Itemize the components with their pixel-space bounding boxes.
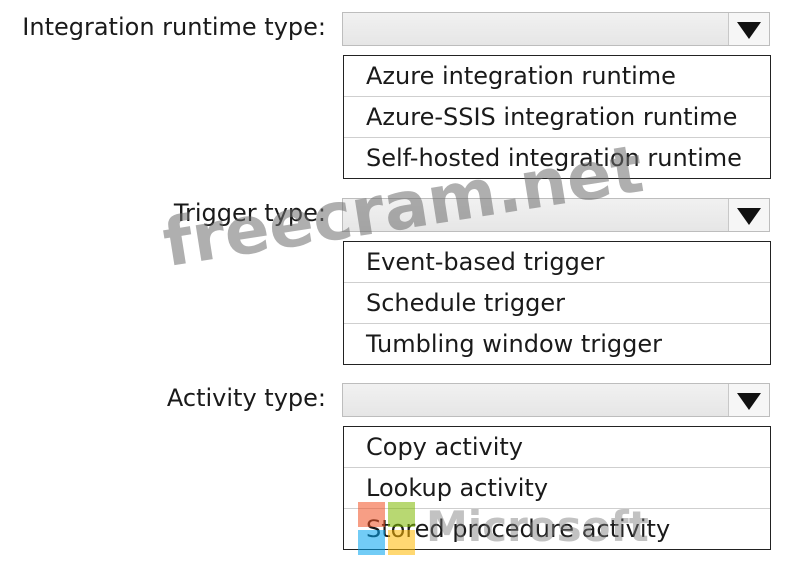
trigger-type-label: Trigger type:	[173, 199, 326, 227]
option-self-hosted-ir[interactable]: Self-hosted integration runtime	[366, 144, 742, 172]
trigger-type-dropdown[interactable]	[342, 198, 770, 232]
activity-type-dropdown[interactable]	[342, 383, 770, 417]
integration-runtime-type-dropdown[interactable]	[342, 12, 770, 46]
option-azure-ssis-ir[interactable]: Azure-SSIS integration runtime	[344, 97, 770, 138]
option-schedule-trigger[interactable]: Schedule trigger	[344, 283, 770, 324]
option-stored-procedure-activity[interactable]: Stored procedure activity	[366, 515, 671, 543]
dropdown-toggle[interactable]	[728, 384, 769, 416]
option-event-based-trigger[interactable]: Event-based trigger	[344, 242, 770, 283]
integration-runtime-options: Azure integration runtime Azure-SSIS int…	[343, 55, 771, 179]
triangle-down-icon	[737, 208, 761, 225]
integration-runtime-type-label: Integration runtime type:	[22, 13, 326, 41]
triangle-down-icon	[737, 393, 761, 410]
triangle-down-icon	[737, 22, 761, 39]
trigger-type-options: Event-based trigger Schedule trigger Tum…	[343, 241, 771, 365]
activity-type-options: Copy activity Lookup activity Stored pro…	[343, 426, 771, 550]
activity-type-label: Activity type:	[166, 384, 326, 412]
option-azure-ir[interactable]: Azure integration runtime	[344, 56, 770, 97]
option-copy-activity[interactable]: Copy activity	[344, 427, 770, 468]
dropdown-toggle[interactable]	[728, 199, 769, 231]
option-tumbling-window-trigger[interactable]: Tumbling window trigger	[366, 330, 662, 358]
dropdown-toggle[interactable]	[728, 13, 769, 45]
option-lookup-activity[interactable]: Lookup activity	[344, 468, 770, 509]
